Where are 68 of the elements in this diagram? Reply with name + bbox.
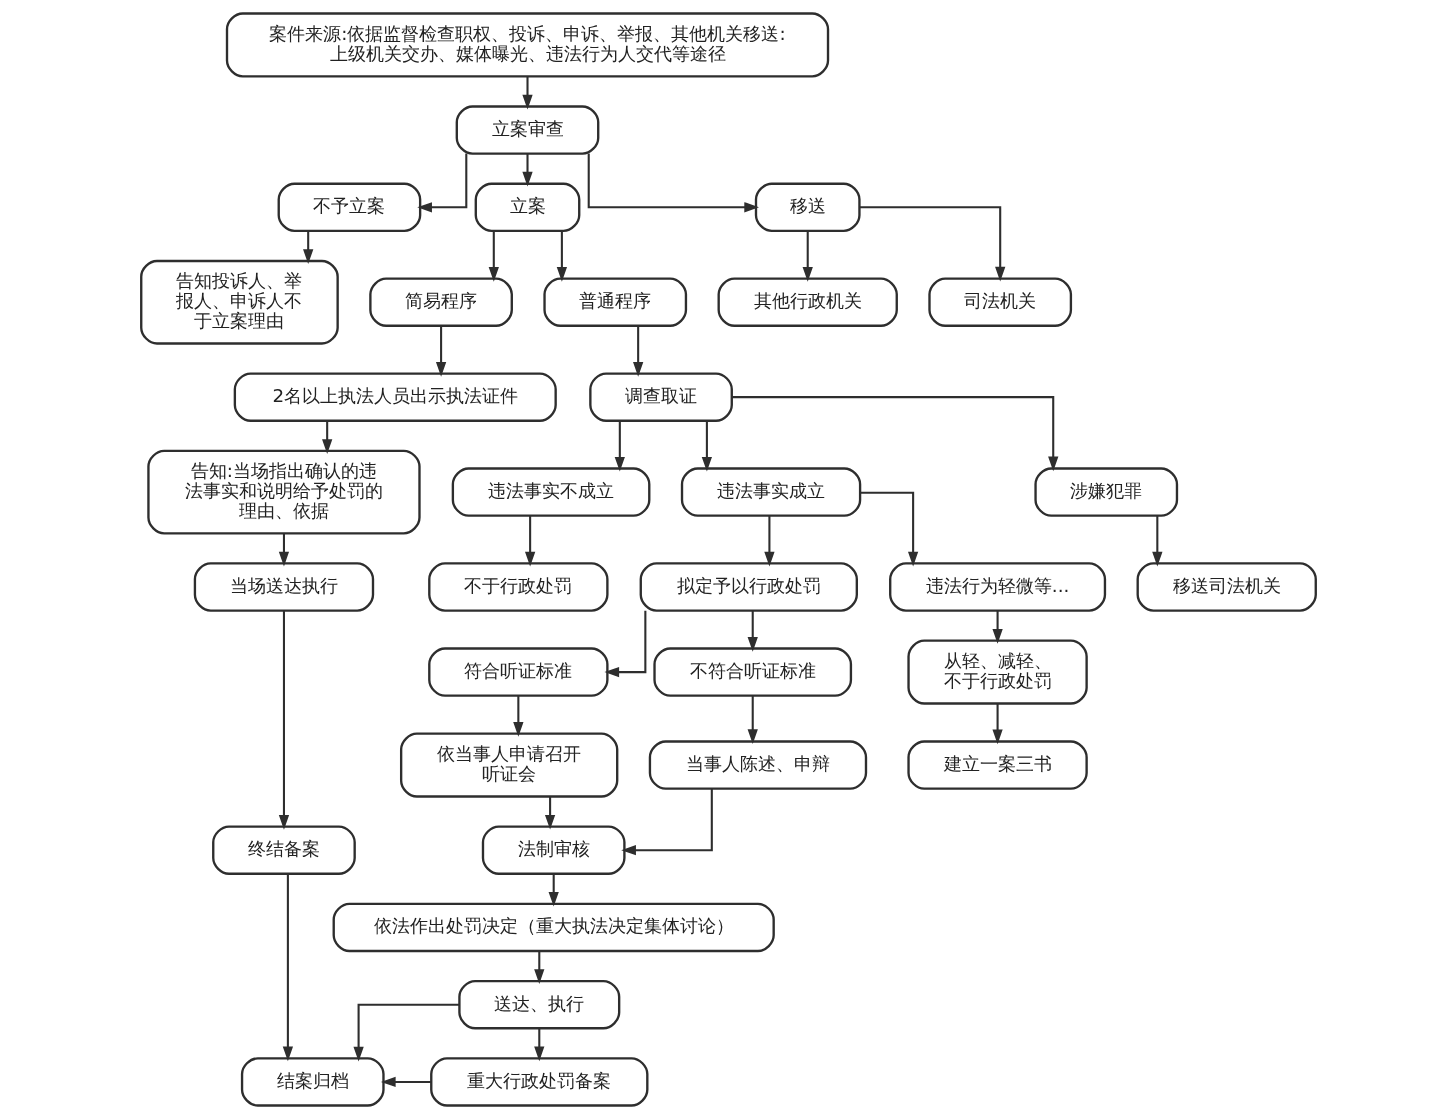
arrow <box>352 1003 459 1062</box>
node-box: 立案审查 <box>455 105 599 155</box>
node-box: 司法机关 <box>927 277 1072 327</box>
arrow <box>620 788 713 856</box>
arrow <box>763 516 775 567</box>
node-box: 当场送达执行 <box>193 562 374 612</box>
node-box: 不予立案 <box>277 182 421 232</box>
node-box: 违法事实不成立 <box>451 467 650 517</box>
arrow <box>512 696 523 737</box>
node-box: 拟定予以行政处罚 <box>639 562 858 612</box>
arrow <box>991 703 1003 745</box>
arrow <box>533 1028 544 1062</box>
arrow <box>731 396 1058 472</box>
node-box: 其他行政机关 <box>717 277 898 327</box>
arrow <box>544 796 555 830</box>
node-box: 立案 <box>474 182 580 232</box>
node-box: 送达、执行 <box>457 979 620 1030</box>
arrow <box>488 231 499 282</box>
node-box: 2名以上执法人员出示执法证件 <box>233 372 557 422</box>
arrow <box>747 696 758 745</box>
arrow <box>435 326 446 377</box>
arrow <box>556 231 567 282</box>
arrow <box>533 951 544 984</box>
arrow <box>548 873 559 907</box>
node-box: 调查取证 <box>588 372 733 422</box>
node-box: 结案归档 <box>240 1057 385 1107</box>
arrow <box>587 153 759 213</box>
arrow <box>282 874 293 1062</box>
arrow <box>747 610 758 652</box>
arrow <box>859 491 918 567</box>
node-box: 涉嫌犯罪 <box>1033 467 1178 517</box>
node-box: 违法事实成立 <box>680 467 861 517</box>
arrow <box>416 153 467 213</box>
arrow <box>614 421 625 472</box>
arrow <box>302 231 313 265</box>
node-box: 不于行政处罚 <box>427 562 609 612</box>
arrow <box>380 1076 431 1088</box>
arrow <box>859 206 1005 282</box>
node-box: 法制审核 <box>481 825 626 875</box>
arrow <box>802 231 813 282</box>
node-box: 普通程序 <box>542 277 687 327</box>
arrow <box>278 610 289 830</box>
node-box: 违法行为轻微等... <box>888 562 1106 612</box>
node-box: 不符合听证标准 <box>652 647 852 697</box>
arrow <box>991 610 1003 644</box>
arrow <box>1151 516 1162 567</box>
node-box: 依当事人申请召开听证会 <box>399 732 618 798</box>
node-box: 告知投诉人、举报人、申诉人不于立案理由 <box>139 259 339 345</box>
node-box: 终结备案 <box>211 825 356 875</box>
node-box: 符合听证标准 <box>427 647 609 697</box>
node-box: 当事人陈述、申辩 <box>648 740 867 790</box>
node-box: 移送 <box>754 182 861 232</box>
arrow <box>521 153 533 187</box>
node-box: 建立一案三书 <box>906 740 1088 790</box>
arrow <box>603 610 646 678</box>
arrow <box>632 326 643 377</box>
arrow <box>521 76 533 110</box>
node-box: 简易程序 <box>368 277 513 327</box>
node-box: 重大行政处罚备案 <box>429 1057 648 1107</box>
arrow <box>524 516 535 567</box>
node-box: 依法作出处罚决定（重大执法决定集体讨论） <box>332 902 775 953</box>
arrow <box>321 421 332 454</box>
arrow <box>701 421 712 472</box>
node-box: 移送司法机关 <box>1136 562 1317 612</box>
arrow <box>278 533 289 567</box>
node-box: 告知:当场指出确认的违法事实和说明给予处罚的理由、依据 <box>146 449 421 535</box>
node-box: 案件来源:依据监督检查职权、投诉、申诉、举报、其他机关移送:上级机关交办、媒体曝光、违法行为人交代等途径 <box>225 12 829 78</box>
node-box: 从轻、减轻、不于行政处罚 <box>906 639 1088 705</box>
